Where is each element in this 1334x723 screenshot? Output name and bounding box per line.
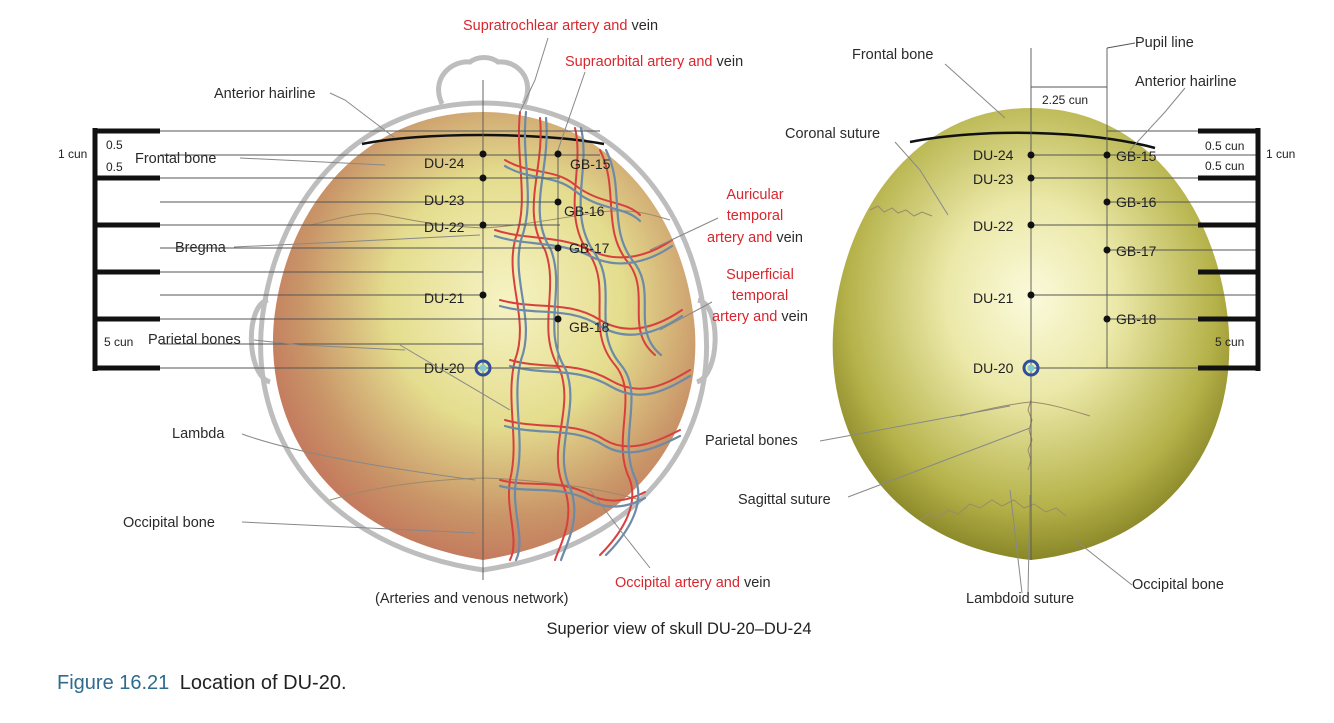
caption-number: Figure 16.21 (57, 672, 169, 694)
right-sagittal-suture (1027, 399, 1033, 471)
left-du22-label: DU-22 (424, 219, 465, 235)
left-nose-outline (436, 55, 531, 106)
right-gb15-dot (1103, 151, 1111, 159)
left-gb15-dot (554, 150, 562, 158)
right-du20-label: DU-20 (973, 360, 1014, 376)
right-du24-dot (1027, 151, 1035, 159)
right-gb18-label: GB-18 (1116, 311, 1157, 327)
auricular-label-line3: artery and vein (707, 230, 803, 246)
left-ear-left (248, 297, 272, 385)
left-du20-marker (474, 359, 492, 377)
left-leader-lines (233, 37, 719, 569)
right-sagittal-suture-label: Sagittal suture (738, 492, 831, 508)
right-parietal-bones-label: Parietal bones (705, 433, 798, 449)
right-scale-bracket (1198, 128, 1261, 371)
left-scale-half-b: 0.5 (106, 160, 123, 174)
right-lambdoid-suture (919, 499, 1067, 521)
left-occipital-bone-label: Occipital bone (123, 515, 215, 531)
auricular-label-line1: Auricular (726, 187, 783, 203)
right-coronal-suture-zigzag (869, 205, 933, 217)
figure-caption: Figure 16.21 Location of DU-20. (57, 672, 347, 694)
left-vessel-network (493, 110, 692, 562)
right-scale-half-a: 0.5 cun (1205, 139, 1244, 153)
right-du22-dot (1027, 221, 1035, 229)
right-scale-width: 2.25 cun (1042, 93, 1088, 107)
occipital-artery-label: Occipital artery and vein (615, 575, 771, 591)
arteries-network-label: (Arteries and venous network) (375, 591, 568, 607)
left-scale-bracket (92, 128, 160, 371)
left-gb16-label: GB-16 (564, 203, 605, 219)
right-du23-dot (1027, 174, 1035, 182)
left-scale-lines (160, 130, 600, 369)
right-scale-half-b: 0.5 cun (1205, 159, 1244, 173)
left-gb17-dot (554, 244, 562, 252)
superficial-label-line1: Superficial (726, 267, 794, 283)
right-acupoints (1022, 151, 1111, 377)
figure-title: Superior view of skull DU-20–DU-24 (546, 620, 811, 638)
superficial-label-line3: artery and vein (712, 309, 808, 325)
left-du20-label: DU-20 (424, 360, 465, 376)
left-gb17-label: GB-17 (569, 240, 610, 256)
left-acupoints (474, 150, 562, 377)
right-gb16-label: GB-16 (1116, 194, 1157, 210)
left-du23-dot (479, 174, 487, 182)
left-du20-center (479, 364, 487, 372)
right-coronal-suture-label: Coronal suture (785, 126, 880, 142)
right-coronal-hairline (909, 131, 1156, 150)
right-gb18-dot (1103, 315, 1111, 323)
superficial-label-line2: temporal (732, 288, 788, 304)
left-gb15-label: GB-15 (570, 156, 611, 172)
left-parietal-bones-label: Parietal bones (148, 332, 241, 348)
right-du20-marker (1022, 359, 1040, 377)
auricular-label-line2: temporal (727, 208, 783, 224)
left-frontal-bone-label: Frontal bone (135, 151, 216, 167)
right-du23-label: DU-23 (973, 171, 1014, 187)
left-du21-dot (479, 291, 487, 299)
left-scale-5-cun: 5 cun (104, 335, 133, 349)
left-gb16-dot (554, 198, 562, 206)
left-bregma-label: Bregma (175, 240, 227, 256)
left-du24-label: DU-24 (424, 155, 465, 171)
left-scalp (272, 112, 696, 560)
left-lambda-label: Lambda (172, 426, 225, 442)
right-frontal-bone-label: Frontal bone (852, 47, 933, 63)
supratrochlear-label: Supratrochlear artery and vein (463, 18, 658, 34)
right-du22-label: DU-22 (973, 218, 1014, 234)
right-skull-view: 2.25 cun 0.5 cun 0.5 cun 1 cun 5 cun DU-… (705, 35, 1295, 607)
right-gb17-dot (1103, 246, 1111, 254)
right-gb16-dot (1103, 198, 1111, 206)
right-scale-5-cun: 5 cun (1215, 335, 1244, 349)
right-scale-1-cun: 1 cun (1266, 147, 1295, 161)
left-gb18-dot (554, 315, 562, 323)
caption-text: Location of DU-20. (180, 672, 347, 694)
left-du21-label: DU-21 (424, 290, 465, 306)
right-occipital-bone-label: Occipital bone (1132, 577, 1224, 593)
left-skull-view: 1 cun 0.5 0.5 5 cun DU-24 DU-23 DU-22 DU… (58, 18, 808, 607)
left-du24-dot (479, 150, 487, 158)
right-leader-lines (819, 63, 1186, 594)
right-du21-label: DU-21 (973, 290, 1014, 306)
left-gb18-label: GB-18 (569, 319, 610, 335)
left-scale-1-cun: 1 cun (58, 147, 87, 161)
right-du21-dot (1027, 291, 1035, 299)
right-pupil-line-label: Pupil line (1135, 35, 1194, 51)
left-anterior-hairline-label: Anterior hairline (214, 86, 316, 102)
left-scale-half-a: 0.5 (106, 138, 123, 152)
right-du24-label: DU-24 (973, 147, 1014, 163)
right-lambdoid-suture-label: Lambdoid suture (966, 591, 1074, 607)
left-ear-right (695, 297, 718, 385)
left-du22-dot (479, 221, 487, 229)
right-gb15-label: GB-15 (1116, 148, 1157, 164)
right-anterior-hairline-label: Anterior hairline (1135, 74, 1237, 90)
right-pupil-leader (1106, 42, 1136, 49)
right-du20-center (1027, 364, 1035, 372)
supraorbital-label: Supraorbital artery and vein (565, 54, 743, 70)
left-du23-label: DU-23 (424, 192, 465, 208)
right-gb17-label: GB-17 (1116, 243, 1157, 259)
